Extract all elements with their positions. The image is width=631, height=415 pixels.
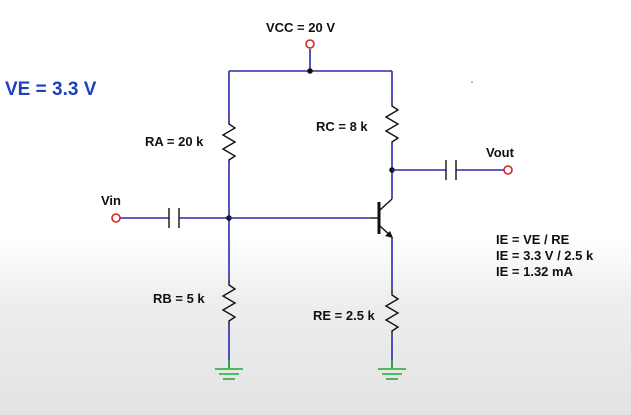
vout-terminal — [503, 165, 513, 175]
input-capacitor — [168, 208, 180, 228]
npn-transistor — [370, 198, 393, 238]
equation-block: IE = VE / RE IE = 3.3 V / 2.5 k IE = 1.3… — [496, 232, 594, 279]
equation-line: IE = 3.3 V / 2.5 k — [496, 248, 594, 263]
equation-line: IE = 1.32 mA — [496, 264, 574, 279]
re-label: RE = 2.5 k — [313, 308, 376, 323]
re-resistor — [384, 290, 400, 333]
vcc-rail — [229, 49, 392, 74]
ra-label: RA = 20 k — [145, 134, 204, 149]
rc-label: RC = 8 k — [316, 119, 368, 134]
rc-resistor — [384, 101, 400, 144]
output-capacitor — [445, 160, 457, 180]
vin-terminal — [111, 213, 121, 223]
dot-speck — [471, 81, 473, 83]
vcc-label: VCC = 20 V — [266, 20, 335, 35]
ground-symbol-left — [215, 360, 243, 380]
vin-label: Vin — [101, 193, 121, 208]
rb-label: RB = 5 k — [153, 291, 205, 306]
ra-resistor — [221, 119, 237, 162]
equation-line: IE = VE / RE — [496, 232, 570, 247]
ve-header: VE = 3.3 V — [5, 79, 97, 100]
vcc-terminal — [305, 39, 315, 49]
rb-resistor — [221, 280, 237, 325]
vout-label: Vout — [486, 145, 515, 160]
ground-symbol-right — [378, 360, 406, 380]
